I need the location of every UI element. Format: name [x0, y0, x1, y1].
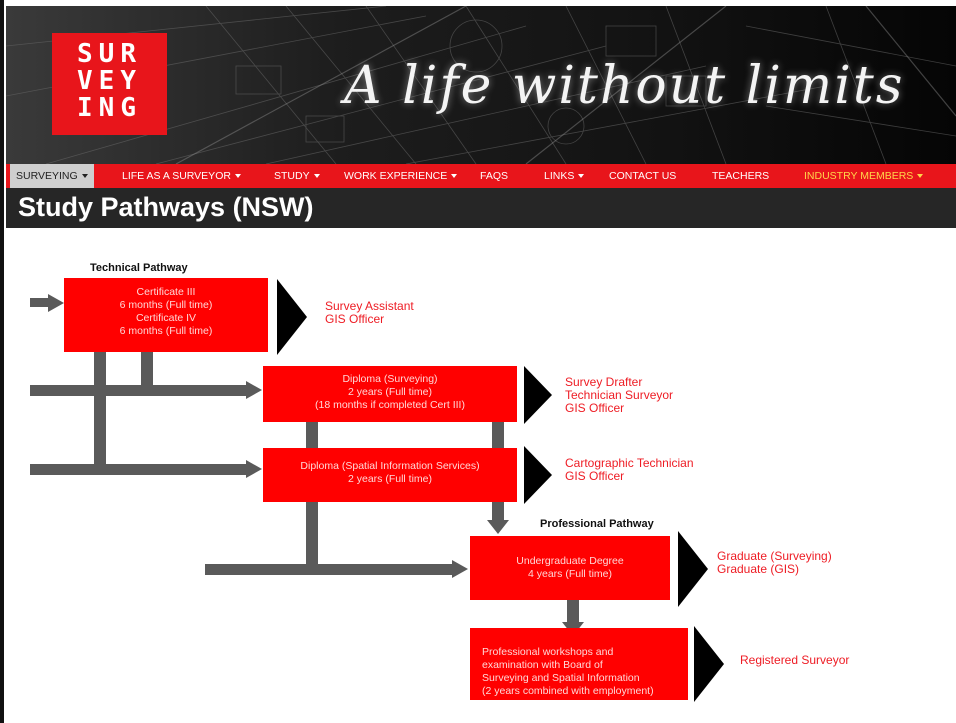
- certificate-outcomes: Survey Assistant GIS Officer: [325, 300, 414, 326]
- outcome-item: Survey Drafter: [565, 375, 643, 389]
- study-pathways-diagram: Technical Pathway Professional Pathway C…: [0, 230, 956, 723]
- outcome-item: GIS Officer: [325, 312, 385, 326]
- arrow-head-icon: [246, 460, 262, 478]
- chevron-down-icon: [917, 174, 924, 179]
- box-line: Certificate III: [136, 286, 196, 298]
- box-line: Diploma (Spatial Information Services): [300, 460, 480, 472]
- nav-label: LIFE AS A SURVEYOR: [122, 170, 231, 182]
- nav-item-contact-us[interactable]: CONTACT US: [609, 164, 676, 188]
- box-line: Certificate IV: [135, 312, 197, 324]
- nav-item-study[interactable]: STUDY: [274, 164, 320, 188]
- nav-label: INDUSTRY MEMBERS: [804, 170, 914, 182]
- logo-line-2: VEY: [77, 66, 142, 96]
- connector: [94, 352, 106, 470]
- tagline: A life without limits: [344, 56, 905, 116]
- outcome-item: Technician Surveyor: [565, 388, 674, 402]
- chevron-right-icon: [524, 446, 552, 504]
- nav-label: CONTACT US: [609, 170, 677, 182]
- undergraduate-outcomes: Graduate (Surveying) Graduate (GIS): [717, 550, 832, 576]
- diploma-spatial-outcomes: Cartographic Technician GIS Officer: [565, 457, 694, 483]
- connector: [567, 600, 579, 622]
- nav-label: STUDY: [274, 170, 310, 182]
- nav-item-life-as-a-surveyor[interactable]: LIFE AS A SURVEYOR: [122, 164, 241, 188]
- outcome-item: GIS Officer: [565, 469, 625, 483]
- professional-outcomes: Registered Surveyor: [740, 654, 849, 667]
- chevron-down-icon: [578, 174, 585, 179]
- chevron-right-icon: [524, 366, 552, 424]
- connector: [205, 564, 453, 575]
- nav-label: WORK EXPERIENCE: [344, 170, 448, 182]
- nav-label: FAQS: [480, 170, 509, 182]
- arrow-head-icon: [48, 294, 64, 312]
- chevron-right-icon: [678, 531, 708, 607]
- arrow-head-icon: [246, 381, 262, 399]
- outcome-item: Cartographic Technician: [565, 456, 694, 470]
- box-line: 2 years (Full time): [347, 473, 432, 485]
- nav-label: SURVEYING: [16, 170, 78, 182]
- chevron-down-icon: [313, 174, 320, 179]
- connector: [30, 298, 48, 307]
- certificate-box: Certificate III 6 months (Full time) Cer…: [64, 278, 268, 352]
- professional-pathway-label: Professional Pathway: [540, 518, 654, 530]
- connector: [492, 502, 504, 520]
- nav-item-work-experience[interactable]: WORK EXPERIENCE: [344, 164, 458, 188]
- nav-label: TEACHERS: [712, 170, 770, 182]
- box-line: Professional workshops and: [482, 646, 614, 658]
- connector: [141, 352, 153, 386]
- chevron-down-icon: [81, 174, 88, 179]
- chevron-right-icon: [694, 626, 724, 702]
- diploma-surveying-box: Diploma (Surveying) 2 years (Full time) …: [263, 366, 517, 422]
- logo-text: SUR VEY ING: [52, 41, 167, 122]
- undergraduate-box: Undergraduate Degree 4 years (Full time): [470, 536, 670, 600]
- diploma-surveying-outcomes: Survey Drafter Technician Surveyor GIS O…: [565, 376, 673, 415]
- box-line: Diploma (Surveying): [342, 373, 438, 385]
- box-line: 2 years (Full time): [347, 386, 432, 398]
- connector: [306, 422, 318, 448]
- outcome-item: Registered Surveyor: [740, 653, 850, 667]
- outcome-item: Survey Assistant: [325, 299, 414, 313]
- box-line: Undergraduate Degree: [516, 555, 624, 567]
- main-nav: SURVEYING LIFE AS A SURVEYOR STUDY WORK …: [6, 164, 956, 188]
- chevron-down-icon: [451, 174, 458, 179]
- arrow-head-icon: [452, 560, 468, 578]
- chevron-right-icon: [277, 279, 307, 355]
- box-line: (18 months if completed Cert III): [315, 399, 465, 411]
- connector: [30, 464, 248, 475]
- arrow-down-icon: [487, 520, 509, 534]
- professional-box: Professional workshops and examination w…: [470, 628, 688, 700]
- page-title: Study Pathways (NSW): [18, 192, 314, 222]
- connector: [492, 422, 504, 448]
- logo-line-1: SUR: [77, 39, 142, 69]
- outcome-item: Graduate (GIS): [717, 562, 800, 576]
- outcome-item: GIS Officer: [565, 401, 625, 415]
- surveying-logo[interactable]: SUR VEY ING: [52, 33, 167, 135]
- nav-item-teachers[interactable]: TEACHERS: [712, 164, 769, 188]
- site-header: SUR VEY ING A life without limits: [6, 6, 956, 164]
- nav-item-industry-members[interactable]: INDUSTRY MEMBERS: [804, 164, 924, 188]
- technical-pathway-label: Technical Pathway: [90, 262, 188, 274]
- diploma-spatial-box: Diploma (Spatial Information Services) 2…: [263, 448, 517, 502]
- nav-label: LINKS: [544, 170, 575, 182]
- title-bar: Study Pathways (NSW): [6, 188, 956, 228]
- connector: [306, 502, 318, 572]
- nav-item-faqs[interactable]: FAQS: [480, 164, 508, 188]
- chevron-down-icon: [234, 174, 241, 179]
- logo-line-3: ING: [77, 93, 142, 123]
- box-line: examination with Board of: [482, 659, 603, 671]
- nav-item-links[interactable]: LINKS: [544, 164, 585, 188]
- nav-item-surveying[interactable]: SURVEYING: [10, 164, 94, 188]
- box-line: 6 months (Full time): [119, 299, 213, 311]
- box-line: 6 months (Full time): [119, 325, 213, 337]
- window-border: [0, 0, 4, 723]
- box-line: 4 years (Full time): [527, 568, 612, 580]
- box-line: (2 years combined with employment): [482, 685, 654, 697]
- connector: [30, 385, 248, 396]
- outcome-item: Graduate (Surveying): [717, 549, 832, 563]
- box-line: Surveying and Spatial Information: [482, 672, 640, 684]
